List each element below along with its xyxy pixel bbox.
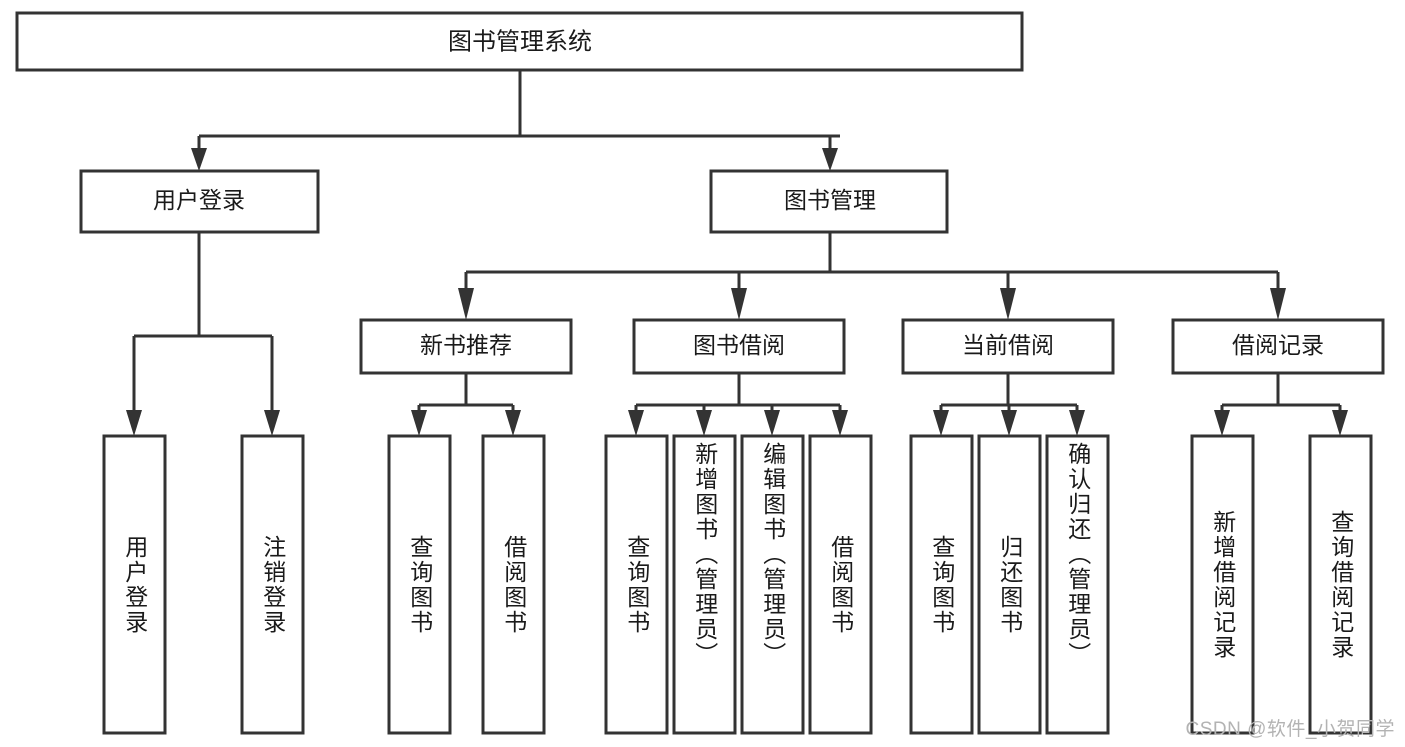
node-root-system[interactable]: 图书管理系统 — [15, 11, 1024, 72]
connector-group — [126, 70, 1348, 436]
arrow-head-leaf-logout — [264, 410, 280, 436]
watermark-text: CSDN @软件_小贺同学 — [1185, 719, 1395, 740]
node-user-login-label: 用户登录 — [153, 187, 245, 213]
leaf-box-user-login[interactable] — [102, 434, 167, 735]
leaf-box-current-return-book[interactable] — [977, 434, 1042, 735]
arrow-head-book-borrow — [731, 288, 747, 320]
arrow-head-bookborrow-leaf-1 — [628, 410, 644, 436]
node-current-borrow-label: 当前借阅 — [962, 332, 1054, 358]
leaf-box-current-confirm-return[interactable] — [1045, 434, 1110, 735]
arrow-head-book-mgmt — [822, 148, 838, 171]
arrow-head-bookborrow-leaf-3 — [764, 410, 780, 436]
node-new-book-recommend-box — [359, 318, 573, 375]
arrow-head-user-login — [191, 148, 207, 171]
arrow-head-newbook-leaf-2 — [505, 410, 521, 436]
leaf-box-current-query-book[interactable] — [909, 434, 974, 735]
leaf-box-logout[interactable] — [240, 434, 305, 735]
leaf-box-borrow-query-book[interactable] — [604, 434, 669, 735]
arrow-head-currentborrow-leaf-1 — [933, 410, 949, 436]
arrow-head-bookborrow-leaf-4 — [832, 410, 848, 436]
leaf-box-record-query[interactable] — [1308, 434, 1373, 735]
node-root-system-box — [15, 11, 1024, 72]
node-user-login-box — [79, 169, 320, 234]
arrow-head-currentborrow-leaf-2 — [1001, 410, 1017, 436]
arrow-head-new-book — [458, 288, 474, 320]
node-book-management[interactable]: 图书管理 — [709, 169, 949, 234]
node-borrow-record[interactable]: 借阅记录 — [1171, 318, 1385, 375]
arrow-head-current-borrow — [1000, 288, 1016, 320]
arrow-head-newbook-leaf-1 — [411, 410, 427, 436]
arrow-head-leaf-user-login — [126, 410, 142, 436]
arrow-head-borrowrecord-leaf-2 — [1332, 410, 1348, 436]
leaf-box-borrow-borrow-book[interactable] — [808, 434, 873, 735]
node-borrow-record-box — [1171, 318, 1385, 375]
node-book-management-box — [709, 169, 949, 234]
leaf-box-record-add[interactable] — [1190, 434, 1255, 735]
node-current-borrow[interactable]: 当前借阅 — [901, 318, 1115, 375]
leaf-box-newbook-borrow-book[interactable] — [481, 434, 546, 735]
node-new-book-recommend[interactable]: 新书推荐 — [359, 318, 573, 375]
leaf-box-borrow-edit-book[interactable] — [740, 434, 805, 735]
node-new-book-recommend-label: 新书推荐 — [420, 332, 512, 358]
arrow-head-borrowrecord-leaf-1 — [1214, 410, 1230, 436]
arrow-head-bookborrow-leaf-2 — [696, 410, 712, 436]
node-borrow-record-label: 借阅记录 — [1232, 332, 1324, 358]
arrow-head-currentborrow-leaf-3 — [1069, 410, 1085, 436]
node-root-system-label: 图书管理系统 — [448, 28, 592, 55]
node-user-login[interactable]: 用户登录 — [79, 169, 320, 234]
arrow-head-borrow-record — [1270, 288, 1286, 320]
leaf-box-borrow-add-book[interactable] — [672, 434, 737, 735]
node-book-borrow-box — [632, 318, 846, 375]
leaf-box-newbook-query-book[interactable] — [387, 434, 452, 735]
node-book-borrow-label: 图书借阅 — [693, 332, 785, 358]
node-book-borrow[interactable]: 图书借阅 — [632, 318, 846, 375]
node-current-borrow-box — [901, 318, 1115, 375]
node-book-management-label: 图书管理 — [784, 187, 876, 213]
